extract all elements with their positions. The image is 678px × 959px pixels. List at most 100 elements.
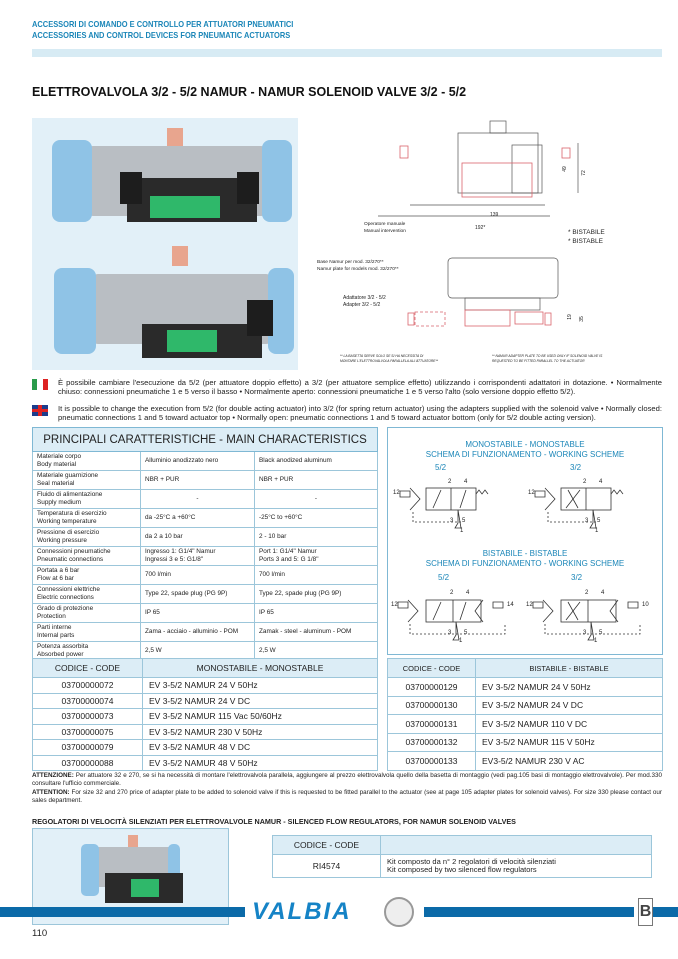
- dimension-drawing: [378, 120, 579, 327]
- product-code: 03700000075: [32, 723, 143, 740]
- value-en: -25°C to +60°C: [259, 514, 303, 521]
- label-en: Internal parts: [37, 632, 75, 639]
- dim-139: 139: [490, 212, 499, 218]
- product-desc: EV 3-5/2 NAMUR 115 Vac 50/60Hz: [142, 708, 378, 725]
- valbia-logo: VALBIA: [252, 898, 352, 925]
- product-code: 03700000079: [32, 739, 143, 756]
- kit-desc-it: Kit composto da n° 2 regolatori di veloc…: [387, 856, 556, 866]
- value-en: 2 - 10 bar: [259, 533, 287, 540]
- section-header: ACCESSORI DI COMANDO E CONTROLLO PER ATT…: [32, 19, 293, 41]
- characteristics-table: PRINCIPALI CARATTERISTICHE - MAIN CHARAC…: [32, 427, 378, 661]
- svg-text:12: 12: [391, 602, 398, 608]
- value-it: Alluminio anodizzato nero: [145, 457, 219, 464]
- label-en: Working temperature: [37, 518, 97, 525]
- page-number: 110: [32, 928, 48, 939]
- regulators-heading: REGOLATORI DI VELOCITÀ SILENZIATI PER EL…: [32, 817, 516, 826]
- svg-text:2: 2: [583, 479, 587, 485]
- table-row: RI4574 Kit composto da n° 2 regolatori d…: [272, 854, 652, 878]
- value-it-2: Ingressi 3 e 5: G1/8": [145, 556, 204, 563]
- footer-bar-end: [653, 907, 678, 917]
- svg-text:5: 5: [462, 518, 466, 524]
- dim-72: 72: [580, 170, 587, 176]
- svg-text:5: 5: [599, 630, 603, 636]
- svg-text:3: 3: [583, 630, 587, 636]
- bistable-en: * BISTABLE: [568, 238, 603, 245]
- kit-code: RI4574: [272, 854, 381, 878]
- svg-text:5: 5: [464, 630, 468, 636]
- base-namur-label: Base Namur per mod. 32/270**Namur plate …: [317, 259, 399, 273]
- product-desc: EV 3-5/2 NAMUR 110 V DC: [475, 714, 663, 734]
- label-en: Seal material: [37, 480, 75, 487]
- dim-49: 49: [561, 166, 568, 172]
- label-it: Materiale guarnizione: [37, 472, 99, 479]
- value-it: Ingresso 1: G1/4" Namur: [145, 548, 216, 555]
- svg-text:3: 3: [448, 630, 452, 636]
- value-it: -: [196, 495, 199, 502]
- note-en: ** NAMUR ADAPTER PLATE TO BE USED ONLY I…: [492, 354, 602, 364]
- attention-it: Per attuatore 32 e 270, se si ha necessi…: [32, 772, 662, 788]
- value-it: NBR + PUR: [145, 476, 180, 483]
- product-desc: EV 3-5/2 NAMUR 24 V 50Hz: [142, 677, 378, 694]
- manual-it: Operatore manuale: [364, 222, 406, 227]
- regulator-kit-table: CODICE - CODE RI4574 Kit composto da n° …: [272, 835, 652, 878]
- svg-text:3: 3: [585, 518, 589, 524]
- note-en-2: REQUESTED TO BE FITTED PARALLEL TO THE A…: [492, 359, 585, 363]
- value-it: da -25°C a +60°C: [145, 514, 196, 521]
- mono-3-2-symbol: [534, 487, 624, 529]
- col-code: CODICE - CODE: [32, 658, 143, 678]
- label-it: Grado di protezione: [37, 605, 94, 612]
- label-en: Supply medium: [37, 499, 82, 506]
- product-code: 03700000129: [387, 677, 476, 697]
- label-en: Protection: [37, 613, 66, 620]
- product-desc: EV 3-5/2 NAMUR 48 V DC: [142, 739, 378, 756]
- mono-scheme-subtitle: SCHEMA DI FUNZIONAMENTO - WORKING SCHEME: [425, 450, 625, 459]
- svg-text:14: 14: [507, 602, 514, 608]
- svg-text:5: 5: [597, 518, 601, 524]
- svg-text:2: 2: [450, 590, 454, 596]
- bi-3-2-symbol: [532, 599, 641, 641]
- value-en: NBR + PUR: [259, 476, 294, 483]
- label-en: Pneumatic connections: [37, 556, 104, 563]
- product-code: 03700000072: [32, 677, 143, 694]
- certification-seal-icon: [384, 897, 414, 927]
- header-bar: [32, 49, 662, 57]
- value-it: Zama - acciaio - alluminio - POM: [145, 628, 239, 635]
- header-it: ACCESSORI DI COMANDO E CONTROLLO PER ATT…: [32, 19, 294, 29]
- note-en-1: ** NAMUR ADAPTER PLATE TO BE USED ONLY I…: [492, 354, 603, 358]
- product-desc: EV 3-5/2 NAMUR 115 V 50Hz: [475, 732, 663, 752]
- bi-3-2-label: 3/2: [571, 573, 583, 582]
- svg-text:4: 4: [464, 479, 468, 485]
- bi-5-2-symbol: [397, 599, 506, 641]
- mono-3-2-label: 3/2: [570, 463, 582, 472]
- value-en: Black anodized aluminum: [259, 457, 332, 464]
- label-it: Connessioni pneumatiche: [37, 548, 111, 555]
- attention-en-label: ATTENTION:: [32, 788, 70, 796]
- svg-text:1: 1: [459, 638, 463, 644]
- svg-text:4: 4: [601, 590, 605, 596]
- value-it: 700 l/min: [145, 571, 171, 578]
- kit-desc-en: Kit composed by two silenced flow regula…: [387, 865, 537, 874]
- base-it: Base Namur per mod. 32/270**: [317, 260, 384, 265]
- dim-19: 19: [566, 314, 573, 320]
- actuator-photo-illustration: [81, 835, 183, 903]
